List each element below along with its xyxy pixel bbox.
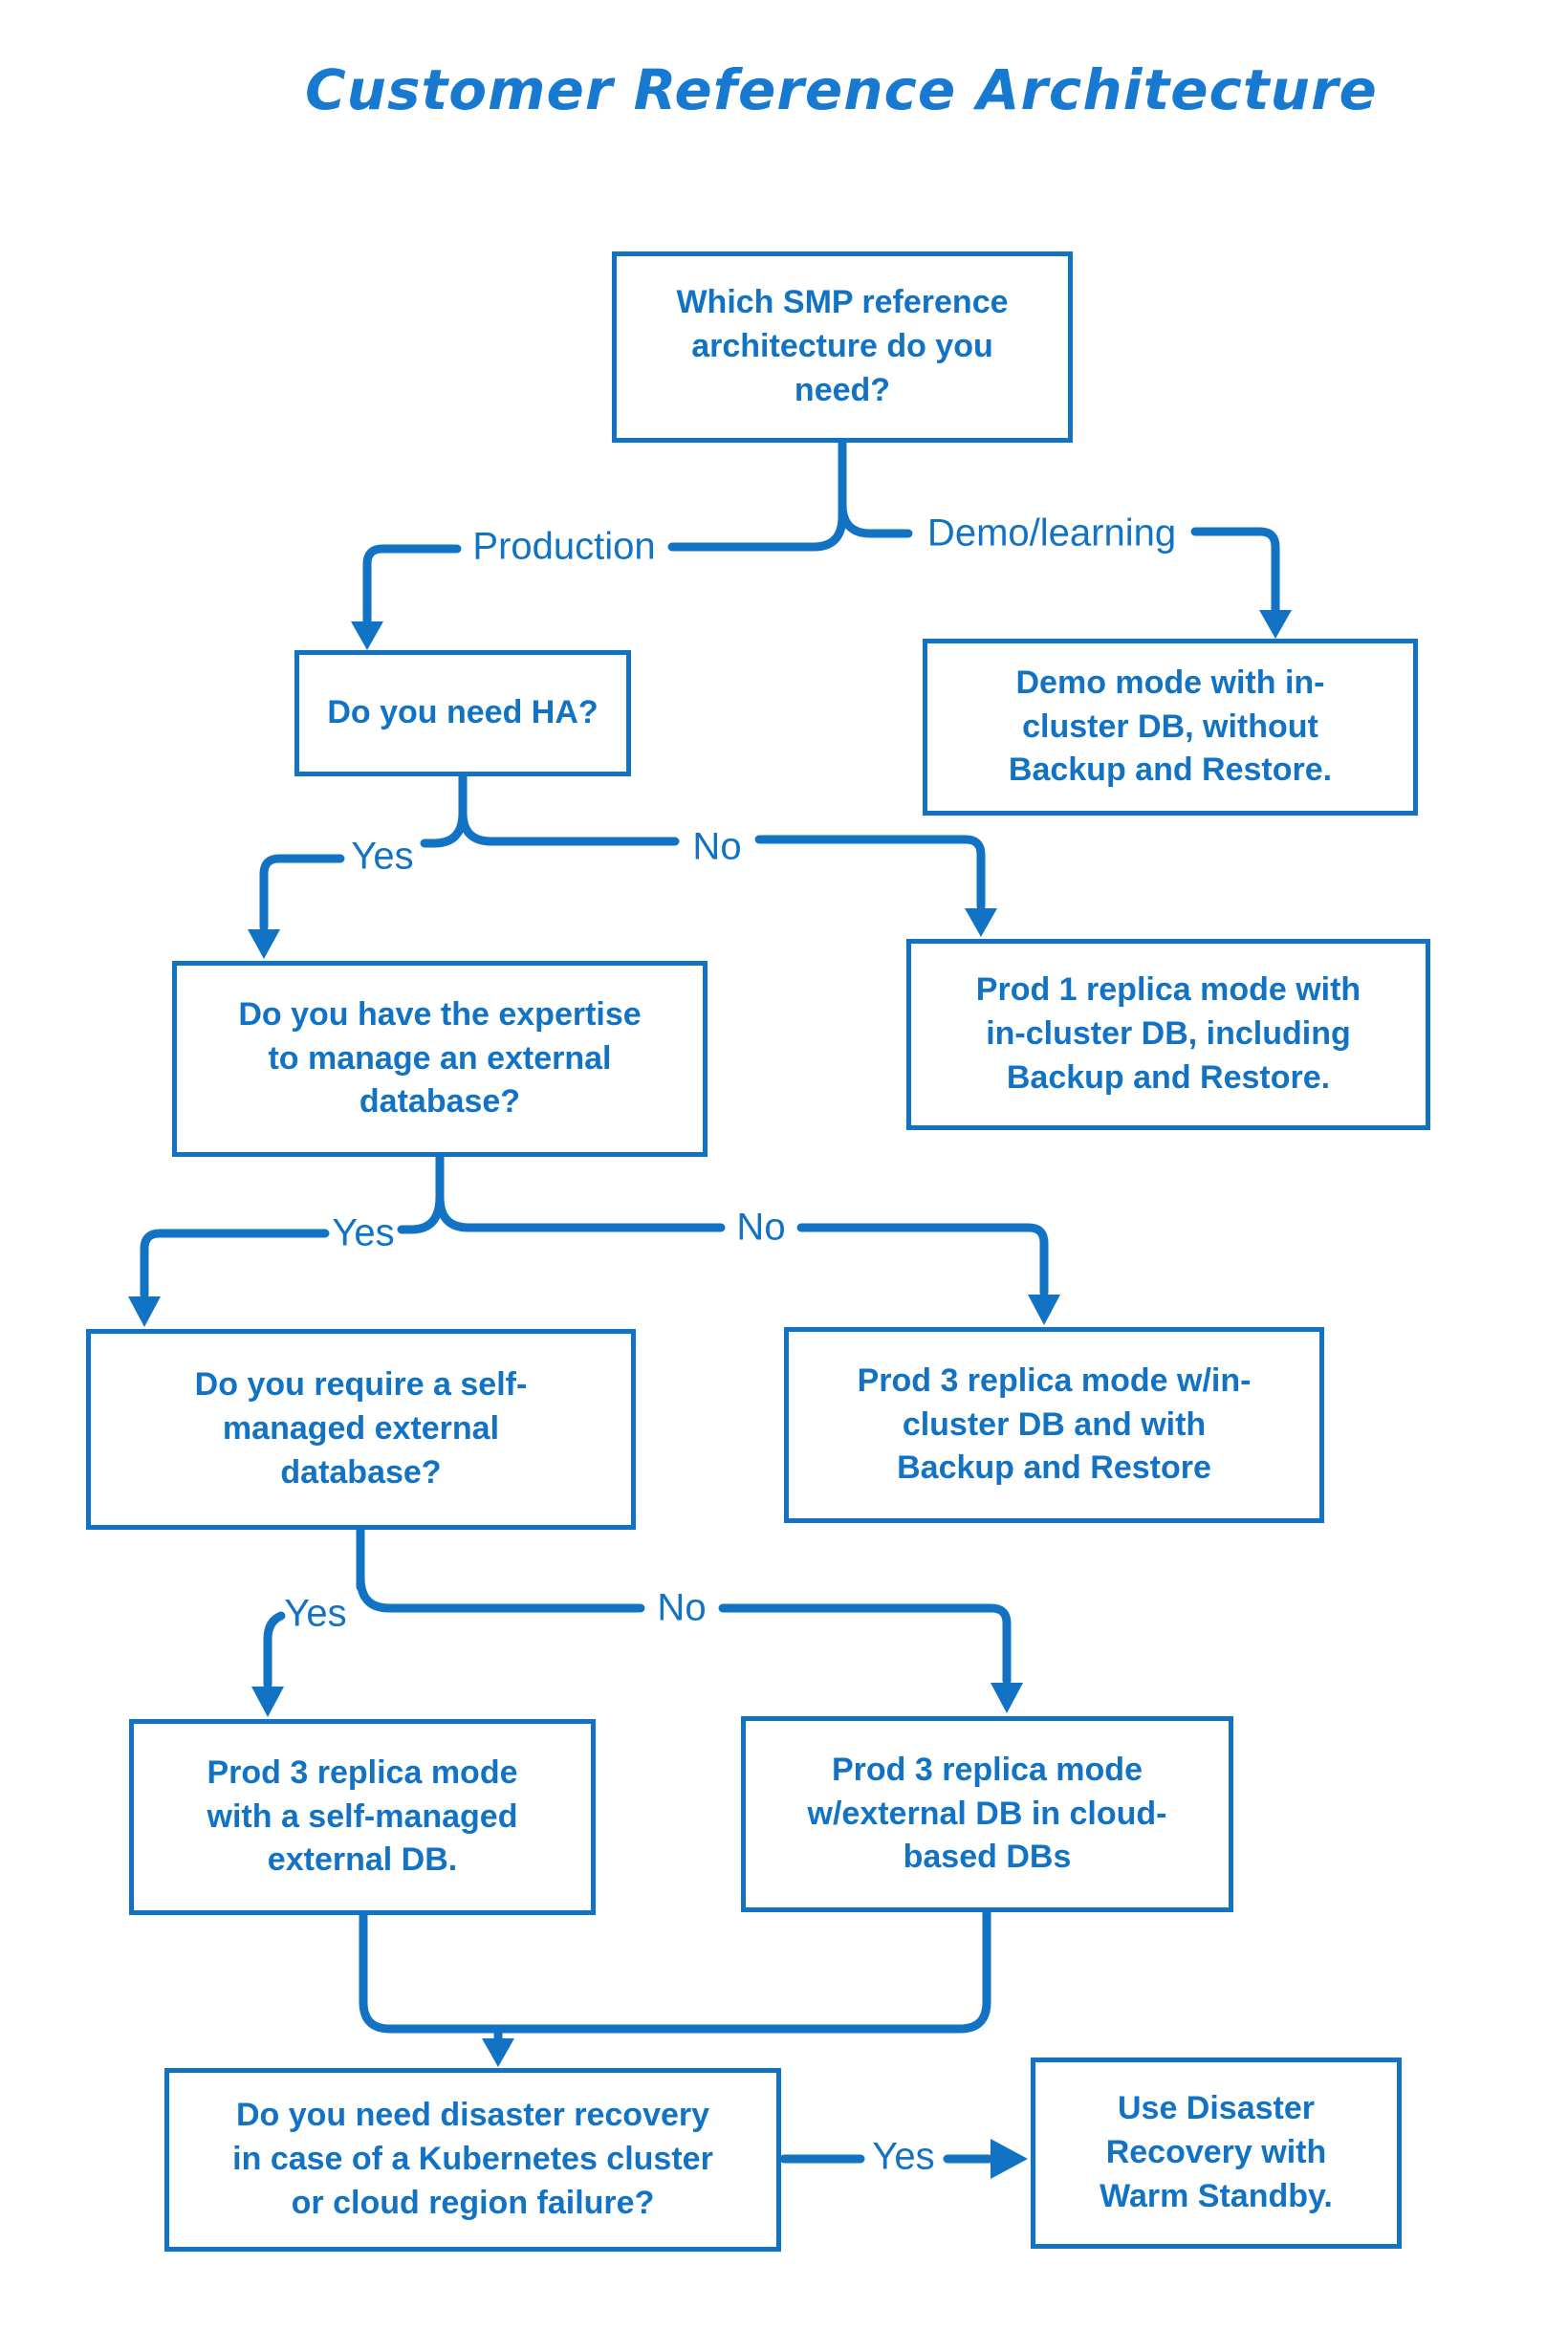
arrowhead-dr-yes (991, 2139, 1028, 2179)
node-demo-mode: Demo mode with in- cluster DB, without B… (923, 639, 1418, 816)
node-disaster-question: Do you need disaster recovery in case of… (164, 2068, 781, 2252)
connector-expertise-no-a (435, 1192, 726, 1232)
edge-label-production: Production (472, 525, 656, 568)
edge-label-selfmanaged-yes: Yes (284, 1592, 347, 1635)
node-warm-standby: Use Disaster Recovery with Warm Standby. (1031, 2058, 1402, 2249)
connector-expertise-yes-a (397, 1192, 445, 1234)
arrowhead-production (351, 621, 383, 650)
node-which-architecture: Which SMP reference architecture do you … (612, 251, 1073, 443)
edge-label-ha-yes: Yes (351, 835, 414, 878)
connector-expertise-yes-b (140, 1229, 330, 1299)
node-need-ha: Do you need HA? (294, 650, 631, 776)
edge-label-expertise-yes: Yes (332, 1211, 395, 1254)
arrowhead-selfmanaged-no (991, 1683, 1023, 1713)
connector-ha-yes-b (259, 854, 345, 932)
edge-label-ha-no: No (692, 825, 742, 868)
node-prod3-selfmanaged: Prod 3 replica mode with a self-managed … (129, 1719, 596, 1915)
connector-ha-yes-a (420, 808, 468, 848)
edge-label-selfmanaged-no: No (657, 1586, 707, 1629)
node-prod1-incluster: Prod 1 replica mode with in-cluster DB, … (906, 939, 1430, 1130)
connector-selfmanaged-no-b (718, 1603, 1012, 1686)
arrowhead-demo (1259, 610, 1292, 639)
node-selfmanaged-question: Do you require a self- managed external … (86, 1329, 636, 1530)
connector-selfmanaged-no-a (356, 1573, 645, 1613)
edge-label-demo-learning: Demo/learning (926, 512, 1177, 555)
connector-merge (359, 1907, 991, 2034)
arrowhead-expertise-yes (128, 1296, 161, 1327)
connector-ha-no-b (754, 835, 986, 911)
connector-expertise-no-b (796, 1223, 1049, 1297)
arrowhead-ha-no (965, 908, 997, 937)
connector-ha-no-a (458, 808, 680, 846)
arrowhead-selfmanaged-yes (251, 1687, 284, 1717)
connector-selfmanaged-yes (263, 1611, 286, 1689)
edge-label-expertise-no: No (736, 1206, 786, 1249)
edge-label-dr-yes: Yes (872, 2135, 935, 2178)
connector-root-demo-a (838, 500, 913, 538)
page-title: Customer Reference Architecture (305, 57, 1378, 122)
node-prod3-incluster: Prod 3 replica mode w/in- cluster DB and… (784, 1327, 1324, 1523)
node-prod3-cloud: Prod 3 replica mode w/external DB in clo… (741, 1716, 1233, 1912)
arrowhead-expertise-no (1028, 1295, 1060, 1325)
connector-root-production-a (667, 512, 847, 552)
connector-root-demo-b (1190, 527, 1280, 615)
arrowhead-merge (482, 2038, 514, 2067)
arrowhead-ha-yes (248, 929, 280, 959)
node-expertise-question: Do you have the expertise to manage an e… (172, 961, 708, 1157)
connector-root-production-b (362, 544, 462, 626)
